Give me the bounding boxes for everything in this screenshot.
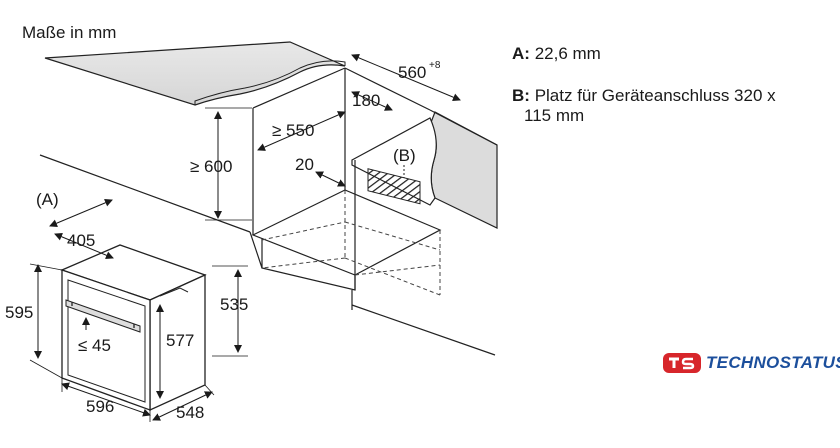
dim-depth-top: 560 bbox=[398, 63, 426, 82]
units-label: Maße in mm bbox=[22, 23, 116, 42]
legend-a: A: 22,6 mm bbox=[512, 44, 601, 64]
dim-20: 20 bbox=[295, 155, 314, 174]
marker-b: (B) bbox=[393, 146, 416, 165]
dim-oven-width: 596 bbox=[86, 397, 114, 416]
technostatus-logo: TECHNOSTATUS bbox=[662, 350, 840, 376]
dim-oven-top-depth: 405 bbox=[67, 231, 95, 250]
dimension-lines bbox=[34, 54, 461, 421]
niche-hidden bbox=[261, 190, 441, 296]
dim-180: 180 bbox=[352, 91, 380, 110]
dim-inner-height: 577 bbox=[166, 331, 194, 350]
technostatus-logo-icon bbox=[663, 353, 701, 373]
dim-niche-depth: ≥ 550 bbox=[272, 121, 314, 140]
dim-side-height: 535 bbox=[220, 295, 248, 314]
legend-b-text: Platz für Geräteanschluss 320 x bbox=[534, 86, 776, 105]
dim-oven-depth: 548 bbox=[176, 403, 204, 422]
marker-a: (A) bbox=[36, 190, 59, 209]
legend-b-key: B: bbox=[512, 86, 530, 105]
dim-door-gap: ≤ 45 bbox=[78, 336, 111, 355]
oven bbox=[60, 244, 207, 412]
right-cabinet bbox=[351, 111, 498, 229]
extension-lines bbox=[29, 107, 252, 422]
dim-oven-height: 595 bbox=[5, 303, 33, 322]
legend-a-key: A: bbox=[512, 44, 530, 63]
countertop bbox=[44, 41, 346, 106]
legend-b: B: Platz für Geräteanschluss 320 x 115 m… bbox=[512, 86, 776, 126]
legend-b-text-2: 115 mm bbox=[524, 106, 585, 125]
legend-a-text: 22,6 mm bbox=[534, 44, 601, 63]
dim-depth-top-sup: +8 bbox=[429, 60, 441, 71]
dim-niche-height: ≥ 600 bbox=[190, 157, 232, 176]
logo-text: TECHNOSTATUS bbox=[706, 353, 840, 372]
